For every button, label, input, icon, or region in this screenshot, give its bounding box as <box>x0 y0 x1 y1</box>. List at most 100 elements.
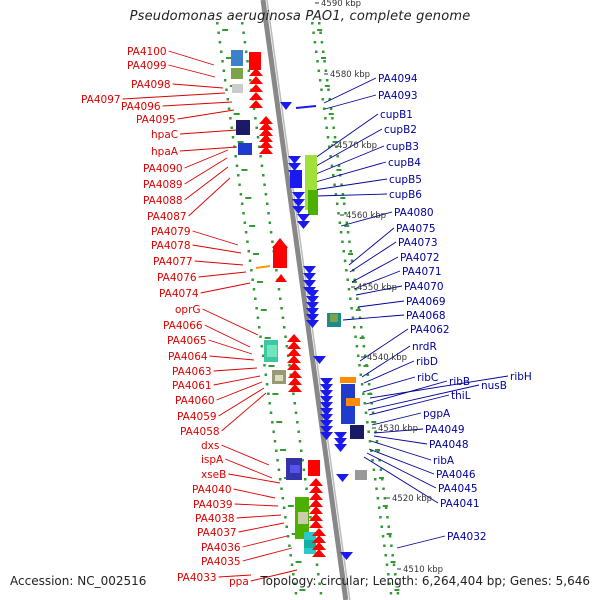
right-gene-label[interactable]: PA4046 <box>436 469 476 481</box>
left-gene-label[interactable]: PA4036 <box>201 542 241 554</box>
lane-tick <box>384 554 387 557</box>
left-label-connector <box>236 514 282 519</box>
right-gene-label[interactable]: cupB2 <box>384 124 417 136</box>
right-gene-label[interactable]: ribH <box>510 371 532 383</box>
left-gene-label[interactable]: hpaC <box>151 129 178 141</box>
forward-gene-arrow <box>309 478 323 486</box>
right-gene-label[interactable]: ribC <box>417 372 438 384</box>
lane-tick <box>336 155 339 158</box>
right-gene-label[interactable]: PA4094 <box>378 73 418 85</box>
lane-tick <box>387 573 390 576</box>
forward-gene-arrow <box>309 492 323 500</box>
lane-tick <box>244 231 248 234</box>
right-gene-label[interactable]: cupB4 <box>388 157 421 169</box>
right-gene-label[interactable]: nrdR <box>412 341 437 353</box>
right-gene-label[interactable]: cupB5 <box>389 174 422 186</box>
left-gene-label[interactable]: PA4038 <box>195 513 235 525</box>
right-gene-label[interactable]: PA4032 <box>447 531 487 543</box>
left-gene-label[interactable]: PA4099 <box>127 60 167 72</box>
lane-tick <box>260 164 264 167</box>
lane-tick <box>243 41 247 44</box>
lane-tick <box>275 269 278 272</box>
lane-tick <box>358 316 362 319</box>
left-gene-label[interactable]: PA4039 <box>193 499 233 511</box>
right-gene-label[interactable]: PA4062 <box>410 324 450 336</box>
left-gene-label[interactable]: PA4065 <box>167 335 207 347</box>
left-gene-label[interactable]: PA4059 <box>177 411 217 423</box>
right-label-connector <box>315 193 388 197</box>
right-gene-label[interactable]: PA4093 <box>378 90 418 102</box>
left-gene-label[interactable]: oprG <box>175 304 201 316</box>
left-gene-label[interactable]: PA4088 <box>143 195 183 207</box>
right-gene-label[interactable]: PA4048 <box>429 439 469 451</box>
left-gene-label[interactable]: PA4061 <box>172 380 212 392</box>
right-gene-label[interactable]: cupB3 <box>386 141 419 153</box>
right-gene-label[interactable]: PA4072 <box>400 252 440 264</box>
left-gene-label[interactable]: PA4078 <box>151 240 191 252</box>
right-gene-label[interactable]: PA4071 <box>402 266 442 278</box>
left-gene-label[interactable]: PA4097 <box>81 94 121 106</box>
right-gene-label[interactable]: cupB1 <box>380 109 413 121</box>
left-gene-label[interactable]: PA4058 <box>180 426 220 438</box>
right-gene-label[interactable]: nusB <box>481 380 507 392</box>
left-gene-label[interactable]: PA4096 <box>121 101 161 113</box>
left-label-connector <box>221 392 267 432</box>
left-gene-label[interactable]: PA4033 <box>177 572 217 584</box>
reverse-gene-arrow <box>320 402 333 410</box>
lane-tick <box>292 392 295 395</box>
right-gene-label[interactable]: ribD <box>416 356 438 368</box>
lane-tick <box>390 544 393 547</box>
left-gene-label[interactable]: PA4098 <box>131 79 171 91</box>
left-label-connector <box>168 64 216 78</box>
left-gene-label[interactable]: ispA <box>201 454 224 466</box>
left-gene-label[interactable]: PA4040 <box>192 484 232 496</box>
right-gene-label[interactable]: ribA <box>433 455 455 467</box>
left-gene-label[interactable]: PA4035 <box>201 556 241 568</box>
lane-tick <box>354 335 357 338</box>
forward-gene-arrow <box>309 506 323 514</box>
right-gene-label[interactable]: PA4070 <box>404 281 444 293</box>
left-gene-label[interactable]: ppa <box>229 576 249 588</box>
left-gene-label[interactable]: PA4037 <box>197 527 237 539</box>
lane-tick <box>240 202 244 205</box>
left-gene-label[interactable]: PA4063 <box>172 366 212 378</box>
right-gene-label[interactable]: cupB6 <box>389 189 422 201</box>
left-gene-label[interactable]: PA4074 <box>159 288 199 300</box>
left-gene-label[interactable]: PA4089 <box>143 179 183 191</box>
lane-tick <box>378 459 381 462</box>
right-gene-label[interactable]: PA4080 <box>394 207 434 219</box>
right-gene-label[interactable]: thiL <box>451 390 471 402</box>
left-gene-label[interactable]: dxs <box>201 440 219 452</box>
right-gene-label[interactable]: PA4045 <box>438 483 478 495</box>
lane-tick <box>341 193 345 196</box>
right-gene-label[interactable]: pgpA <box>423 408 451 420</box>
left-gene-label[interactable]: PA4090 <box>143 163 183 175</box>
right-gene-label[interactable]: ribB <box>449 376 470 388</box>
left-gene-label[interactable]: PA4076 <box>157 272 197 284</box>
left-gene-label[interactable]: PA4100 <box>127 46 167 58</box>
left-gene-label[interactable]: PA4079 <box>151 226 191 238</box>
right-gene-label[interactable]: PA4075 <box>396 223 436 235</box>
left-gene-label[interactable]: PA4077 <box>153 256 193 268</box>
right-gene-label[interactable]: PA4073 <box>398 237 438 249</box>
lane-tick <box>370 449 373 452</box>
lane-tick <box>320 41 324 44</box>
reverse-gene-arrow <box>320 396 333 404</box>
left-gene-label[interactable]: PA4066 <box>163 320 203 332</box>
lane-tick <box>256 136 260 139</box>
left-label-connector <box>192 244 242 254</box>
left-gene-label[interactable]: PA4087 <box>147 211 187 223</box>
left-gene-label[interactable]: hpaA <box>151 146 179 158</box>
right-gene-label[interactable]: PA4041 <box>440 498 480 510</box>
left-gene-label[interactable]: xseB <box>201 469 226 481</box>
right-label-connector <box>310 145 385 177</box>
right-gene-label[interactable]: PA4069 <box>406 296 446 308</box>
lane-tick <box>320 88 323 91</box>
left-gene-label[interactable]: PA4060 <box>175 395 215 407</box>
right-gene-label[interactable]: PA4049 <box>425 424 465 436</box>
right-gene-label[interactable]: PA4068 <box>406 310 446 322</box>
left-gene-label[interactable]: PA4064 <box>168 351 208 363</box>
left-gene-label[interactable]: PA4095 <box>136 114 176 126</box>
lane-tick <box>359 326 363 329</box>
right-label-connector <box>373 428 424 434</box>
